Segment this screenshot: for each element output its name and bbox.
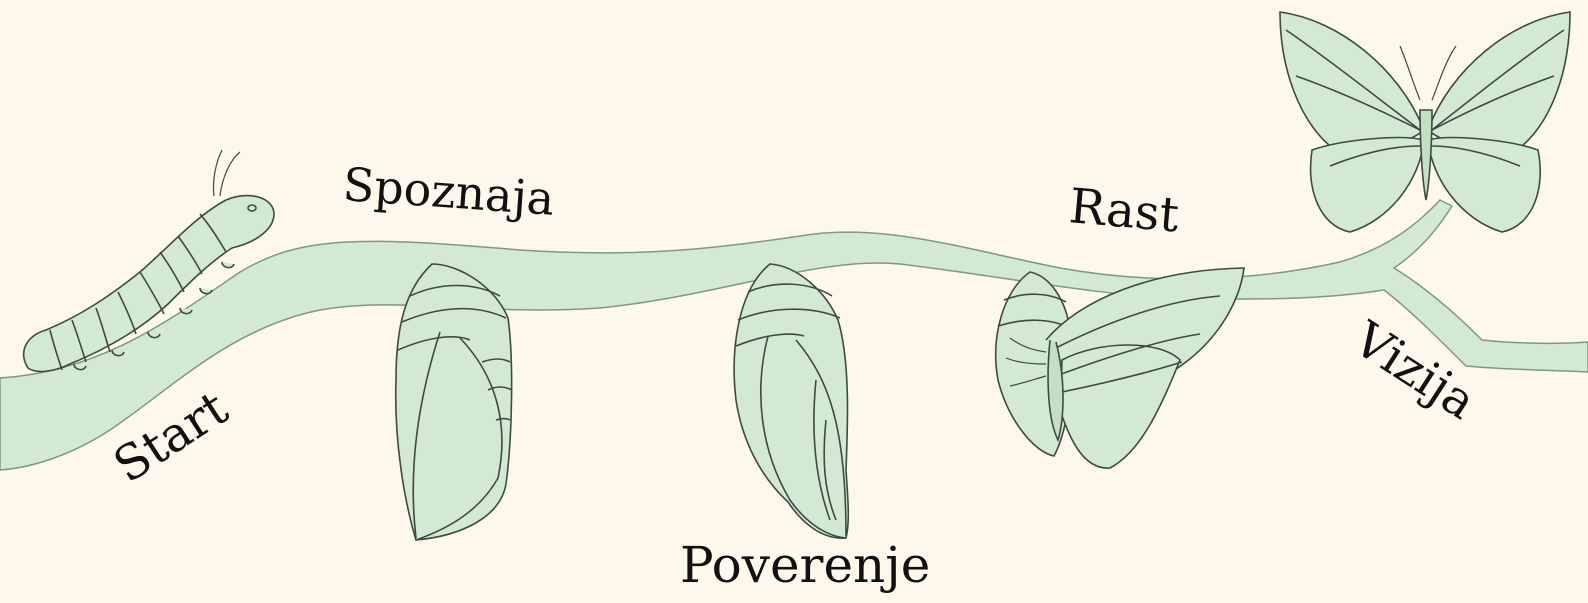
chrysalis-icon (734, 264, 848, 538)
label-spoznaja: Spoznaja (341, 157, 556, 226)
chrysalis-icon (396, 264, 512, 540)
label-poverenje: Poverenje (680, 536, 930, 594)
label-rast: Rast (1067, 178, 1181, 243)
butterfly-icon (1280, 12, 1570, 232)
emerging-butterfly-icon (996, 268, 1244, 468)
